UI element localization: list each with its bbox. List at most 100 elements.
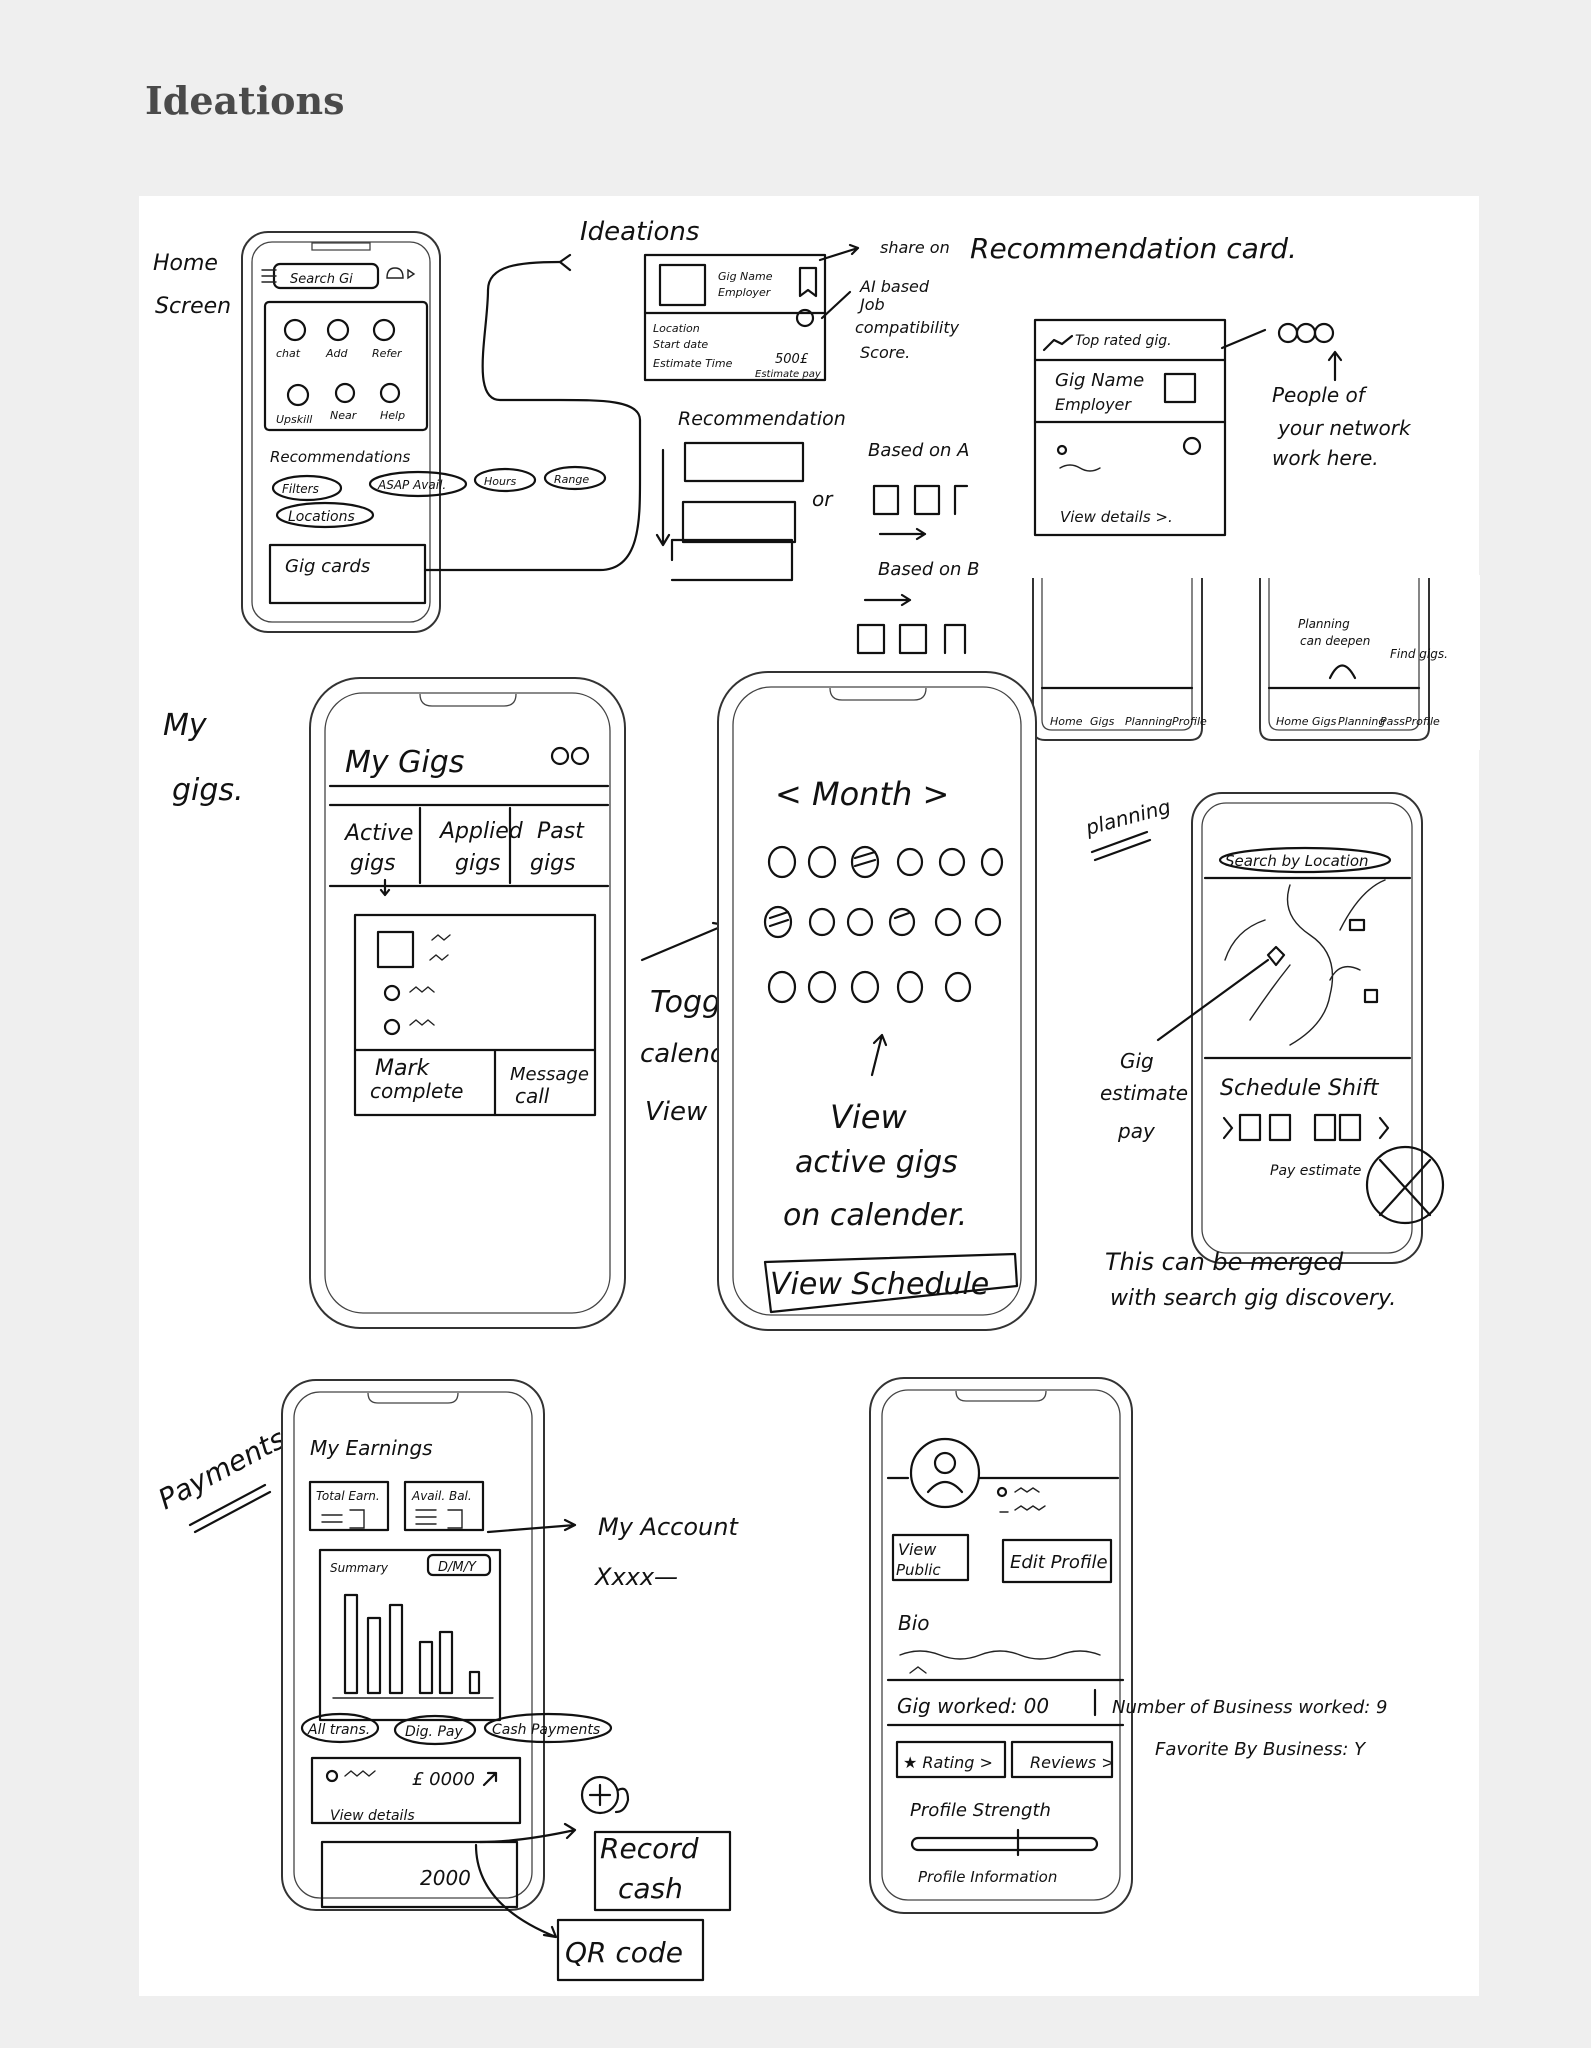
- home-label: Home: [153, 251, 218, 276]
- view-public-button: Public: [896, 1561, 941, 1579]
- tab-applied-gigs: Applied: [438, 819, 524, 844]
- pay-estimate: Pay estimate: [1270, 1163, 1361, 1179]
- home-label-2: Screen: [155, 294, 231, 319]
- chart-summary: Summary: [330, 1561, 389, 1575]
- home-icon-label: chat: [276, 347, 301, 360]
- view-public-button: View: [898, 1540, 937, 1559]
- nav-note: Planning: [1298, 617, 1350, 631]
- nav-label: Home: [1050, 715, 1083, 728]
- planning-search: Search by Location: [1225, 852, 1369, 870]
- reviews-button: Reviews >: [1030, 1753, 1115, 1772]
- top-rated-name: Gig Name: [1055, 370, 1144, 391]
- top-rated-note: People of: [1272, 383, 1368, 407]
- nav-label: Profile: [1172, 715, 1207, 728]
- payments-label: Payments: [153, 1422, 291, 1516]
- nav-label: Planning: [1338, 715, 1385, 728]
- nav-label: Profile: [1405, 715, 1440, 728]
- home-search-text: Search Gi: [290, 272, 353, 287]
- gigs-worked-count: Gig worked: 00: [897, 1694, 1049, 1718]
- or-note: or: [812, 487, 834, 511]
- home-icon-label: Near: [330, 409, 358, 422]
- calendar-note: on calender.: [783, 1198, 967, 1233]
- filter-chip: Locations: [288, 509, 355, 525]
- card-employer: Employer: [718, 286, 772, 299]
- my-account-note: Xxxx—: [593, 1563, 678, 1591]
- chip-cash-payments: Cash Payments: [492, 1722, 600, 1738]
- top-rated-note: work here.: [1272, 446, 1379, 470]
- home-icon-label: Upskill: [276, 413, 312, 426]
- tab-past-gigs: gigs: [530, 851, 576, 876]
- top-rated-title: Top rated gig.: [1075, 333, 1172, 349]
- edit-profile-button: Edit Profile: [1010, 1552, 1108, 1573]
- home-icon-label: Help: [380, 409, 405, 422]
- calendar-note: View: [830, 1098, 907, 1136]
- mark-complete-button: Mark: [375, 1056, 431, 1081]
- chart-period-toggle: D/M/Y: [438, 1560, 477, 1575]
- ai-note: Score.: [860, 343, 910, 362]
- view-details-link: View details: [330, 1808, 415, 1824]
- ai-note: AI based: [859, 277, 930, 296]
- filter-chip: Range: [554, 473, 589, 486]
- ai-note: Job: [857, 295, 885, 314]
- chip-all-transactions: All trans.: [307, 1722, 370, 1738]
- message-call-button: Message: [510, 1064, 589, 1085]
- page-title: Ideations: [145, 78, 345, 123]
- card-pay: 500£: [775, 352, 809, 367]
- view-schedule-button: View Schedule: [770, 1267, 989, 1302]
- top-rated-note: your network: [1277, 416, 1412, 440]
- card-time: Estimate Time: [653, 357, 733, 370]
- total-earnings: Total Earn.: [316, 1489, 380, 1503]
- top-rated-card-sketch: Top rated gig. Gig Name Employer View de…: [1033, 318, 1412, 537]
- payments-sketch: Payments My Earnings Total Earn. Avail. …: [153, 1379, 739, 1982]
- based-a-note: Based on A: [868, 440, 969, 461]
- my-account-note: My Account: [598, 1513, 739, 1541]
- tab-applied-gigs: gigs: [455, 851, 501, 876]
- chip-digital-pay: Dig. Pay: [405, 1724, 463, 1740]
- nav-note: can deepen: [1300, 634, 1370, 648]
- merge-note: with search gig discovery.: [1110, 1286, 1396, 1311]
- based-b-note: Based on B: [878, 559, 979, 580]
- calendar-day-grid: [763, 845, 1004, 1004]
- tab-active-gigs: Active: [343, 821, 413, 846]
- nav-note: Find gigs.: [1390, 647, 1448, 661]
- card-name: Gig Name: [718, 270, 773, 283]
- record-cash-button: cash: [618, 1872, 683, 1905]
- record-cash-button: Record: [600, 1832, 699, 1865]
- message-call-button: call: [515, 1084, 550, 1108]
- home-screen-sketch: Home Screen Search Gi chat Add Refer Ups…: [153, 231, 642, 633]
- ideation-card-sketch: Ideations Gig Name Employer Location Sta…: [580, 217, 1297, 655]
- profile-strength-label: Profile Strength: [910, 1800, 1051, 1821]
- planning-sketch: planning Search by Location Gig estimate…: [1082, 750, 1478, 1330]
- nav-label: Gigs: [1090, 715, 1115, 728]
- my-gigs-label: My: [163, 708, 208, 743]
- filter-chip: Filters: [282, 482, 319, 496]
- nav-label: Gigs: [1312, 715, 1337, 728]
- card-start: Start date: [653, 338, 708, 351]
- home-recommendation-label: Recommendations: [270, 448, 410, 466]
- top-rated-employer: Employer: [1055, 395, 1132, 414]
- nav-label: Home: [1276, 715, 1309, 728]
- profile-information: Profile Information: [918, 1868, 1057, 1886]
- available-balance: Avail. Bal.: [411, 1489, 472, 1503]
- planning-gig-note: pay: [1117, 1119, 1156, 1143]
- mark-complete-button: complete: [370, 1079, 463, 1103]
- favorite-by-business: Favorite By Business: Y: [1155, 1739, 1367, 1760]
- earnings-bars: [343, 1593, 481, 1695]
- card-pay-label: Estimate pay: [755, 369, 822, 380]
- top-rated-view: View details >.: [1060, 508, 1173, 526]
- planning-gig-note: Gig: [1120, 1049, 1154, 1073]
- earnings-title: My Earnings: [310, 1436, 433, 1460]
- ai-note: compatibility: [855, 318, 960, 337]
- navbar-sketches: Home Gigs Planning Profile Planning can …: [1020, 575, 1480, 750]
- bio-label: Bio: [898, 1611, 930, 1635]
- tab-active-gigs: gigs: [350, 851, 396, 876]
- calendar-note: active gigs: [795, 1145, 958, 1180]
- profile-sketch: View Public Edit Profile Bio Gig worked:…: [869, 1377, 1388, 1914]
- recommendation-card-note: Recommendation card.: [970, 232, 1297, 265]
- gig-cards-label: Gig cards: [285, 556, 370, 577]
- toggle-note: View: [645, 1097, 708, 1127]
- qr-code-button: QR code: [565, 1936, 683, 1969]
- schedule-shift: Schedule Shift: [1220, 1076, 1380, 1101]
- my-gigs-title: My Gigs: [345, 745, 464, 780]
